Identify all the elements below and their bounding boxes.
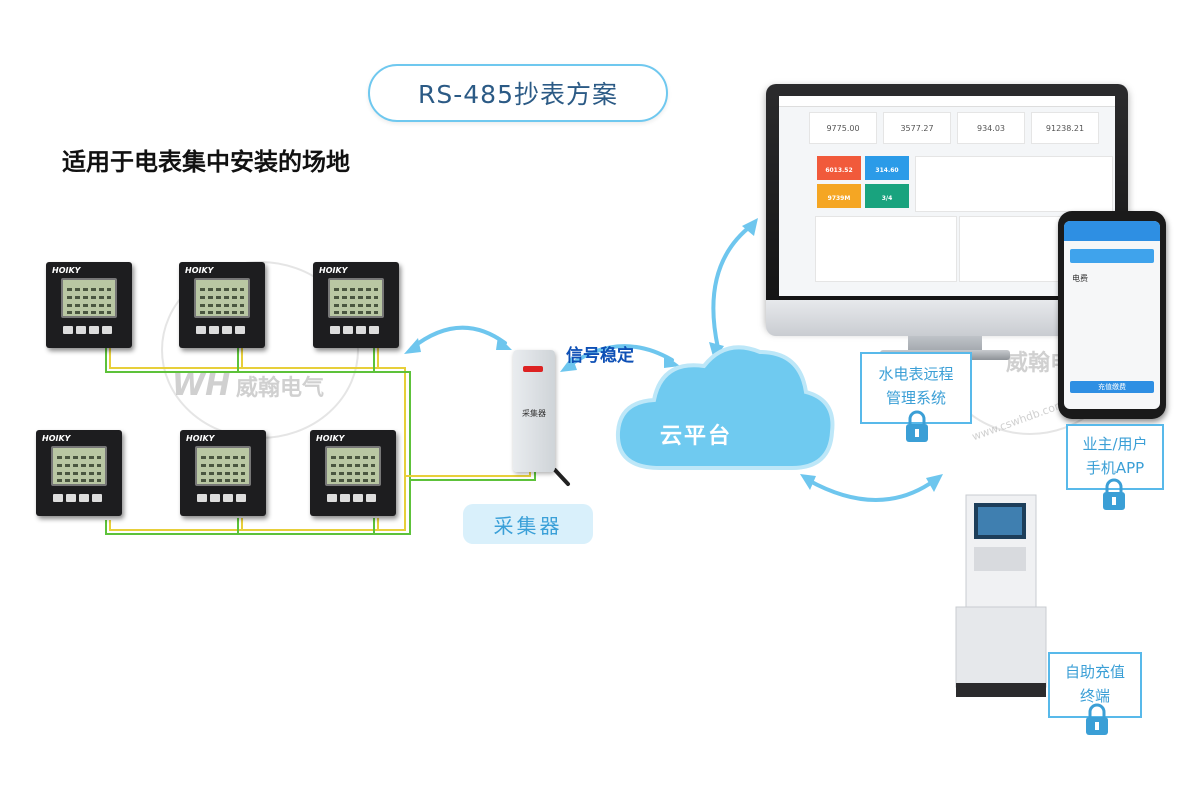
lock-icon [1103, 478, 1125, 510]
wire-yellow [109, 348, 406, 531]
arrow-cloud-kiosk [806, 478, 937, 502]
signal-text: 信号稳定 [566, 346, 634, 366]
remote-system-line2: 管理系统 [885, 389, 946, 407]
phone-tab [1070, 249, 1154, 263]
collector-led [523, 366, 543, 372]
tile-1: 6013.52 [817, 156, 861, 180]
tile-4: 3/4 [865, 184, 909, 208]
wire-green [105, 348, 411, 535]
collector-device-text: 采集器 [522, 409, 546, 418]
mobile-app-line1: 业主/用户 [1082, 435, 1148, 453]
monitor-stand [908, 336, 982, 354]
collector-label: 采集器 [463, 504, 593, 544]
lock-icon [1086, 703, 1108, 735]
stat-4: 91238.21 [1031, 112, 1099, 144]
meter-brand: HOIKY [185, 266, 214, 275]
meter-brand: HOIKY [52, 266, 81, 275]
watermark-logo: WH [172, 368, 230, 403]
phone-header-bar [1064, 221, 1160, 241]
tile-3: 9739M [817, 184, 861, 208]
meter-3: HOIKY [313, 262, 399, 348]
meter-5: HOIKY [180, 430, 266, 516]
stat-1: 9775.00 [809, 112, 877, 144]
kiosk-line2: 终端 [1079, 687, 1110, 705]
page-subtitle: 适用于电表集中安装的场地 [62, 148, 350, 176]
page-title: RS-485抄表方案 [368, 64, 668, 122]
meter-6: HOIKY [310, 430, 396, 516]
meter-4: HOIKY [36, 430, 122, 516]
meter-brand: HOIKY [42, 434, 71, 443]
stat-3: 934.03 [957, 112, 1025, 144]
mobile-app-box: 业主/用户 手机APP [1066, 424, 1164, 490]
mobile-app-line2: 手机APP [1085, 459, 1145, 477]
phone-pay-button: 充值缴费 [1070, 381, 1154, 393]
dashboard-chart-1 [815, 216, 957, 282]
dashboard-table [915, 156, 1113, 212]
cloud-label: 云平台 [660, 424, 733, 449]
phone-screen: 电费 充值缴费 [1064, 221, 1160, 409]
meter-brand: HOIKY [316, 434, 345, 443]
meter-brand: HOIKY [319, 266, 348, 275]
meter-1: HOIKY [46, 262, 132, 348]
arrow-meters-collector [410, 325, 507, 350]
stat-2: 3577.27 [883, 112, 951, 144]
kiosk-line1: 自助充值 [1064, 663, 1125, 681]
arrow-collector-cloud [568, 344, 674, 367]
meter-brand: HOIKY [186, 434, 215, 443]
cloud-shape [615, 345, 835, 470]
phone-device: 电费 充值缴费 [1058, 211, 1166, 419]
remote-system-line1: 水电表远程 [878, 365, 954, 383]
phone-item-label: 电费 [1072, 274, 1088, 283]
collector-device: 采集器 [513, 350, 555, 472]
lock-icon [906, 410, 928, 442]
kiosk-box: 自助充值 终端 [1048, 652, 1142, 718]
watermark-name: 威翰电气 [236, 375, 324, 401]
kiosk-device [955, 494, 1047, 697]
dashboard-topbar [779, 96, 1115, 107]
arrow-cloud-monitor [711, 223, 754, 350]
tile-2: 314.60 [865, 156, 909, 180]
meter-2: HOIKY [179, 262, 265, 348]
